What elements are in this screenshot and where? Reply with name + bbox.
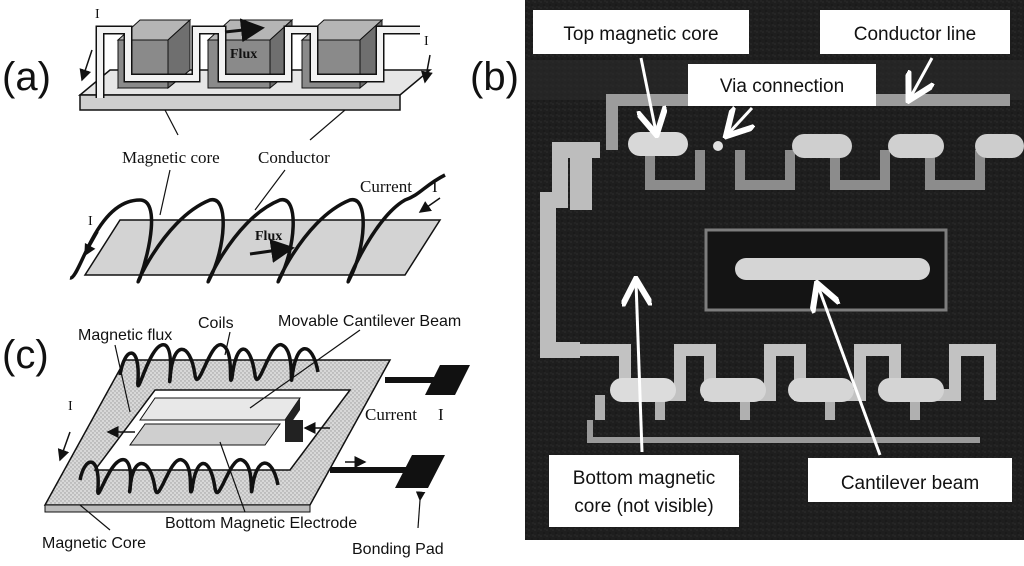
coil-bottom xyxy=(78,458,280,495)
panel-c: (c) Magnetic flux Coils xyxy=(2,313,470,558)
panel-c-letter: (c) xyxy=(2,333,49,377)
cantilever-beam xyxy=(139,397,301,421)
current-label-a: Current xyxy=(360,177,412,196)
cantilever-beam-photo xyxy=(735,258,930,280)
panel-b-letter: (b) xyxy=(470,55,519,99)
magnetic-core-label: Magnetic core xyxy=(122,148,220,167)
coils-label: Coils xyxy=(198,315,234,332)
callout-conductor-line: Conductor line xyxy=(820,10,1010,98)
top-core-pills xyxy=(628,132,1024,158)
current-i-right: I xyxy=(424,34,429,49)
callout-cantilever-beam: Cantilever beam xyxy=(808,286,1012,502)
bonding-pad-top xyxy=(425,365,470,395)
bonding-pad-bottom xyxy=(395,455,445,488)
conductor-label: Conductor xyxy=(258,148,330,167)
panel-a: (a) Flux xyxy=(2,7,446,284)
bottom-electrode xyxy=(129,423,281,446)
via-connection-label: Via connection xyxy=(720,76,844,97)
solenoid-inductor: Flux xyxy=(69,173,446,284)
current-label-c: Current xyxy=(365,405,417,424)
current-symbol-a: I xyxy=(432,177,438,196)
current-symbol-c: I xyxy=(438,405,444,424)
bonding-pad-label: Bonding Pad xyxy=(352,541,444,558)
flux-label-top: Flux xyxy=(230,47,257,62)
via xyxy=(713,141,723,151)
callout-top-magnetic-core: Top magnetic core xyxy=(533,10,749,132)
magnetic-core-label-c: Magnetic Core xyxy=(42,535,146,552)
top-magnetic-core-label: Top magnetic core xyxy=(563,24,718,45)
bottom-core-label-line1: Bottom magnetic xyxy=(573,468,716,489)
flux-label-bottom: Flux xyxy=(255,229,282,244)
panel-b: (b) xyxy=(470,0,1024,540)
callout-bottom-magnetic-core: Bottom magnetic core (not visible) xyxy=(549,282,739,527)
cantilever-beam-label: Cantilever beam xyxy=(841,473,979,494)
current-i-bottom-left: I xyxy=(88,214,93,229)
conductor-line-label: Conductor line xyxy=(854,24,977,45)
current-i-left-c: I xyxy=(68,399,73,414)
coil-top xyxy=(118,343,320,388)
callout-via-connection: Via connection xyxy=(688,64,876,134)
magnetic-flux-label: Magnetic flux xyxy=(78,327,172,344)
bottom-core-label-line2: core (not visible) xyxy=(574,496,713,517)
meander-inductor: Flux I I xyxy=(77,7,433,111)
panel-a-letter: (a) xyxy=(2,55,51,99)
bottom-electrode-label: Bottom Magnetic Electrode xyxy=(165,515,357,532)
current-i-left: I xyxy=(95,7,100,22)
solenoid-coil xyxy=(69,173,446,284)
bottom-core-pills xyxy=(610,378,944,402)
movable-beam-label: Movable Cantilever Beam xyxy=(278,313,461,330)
